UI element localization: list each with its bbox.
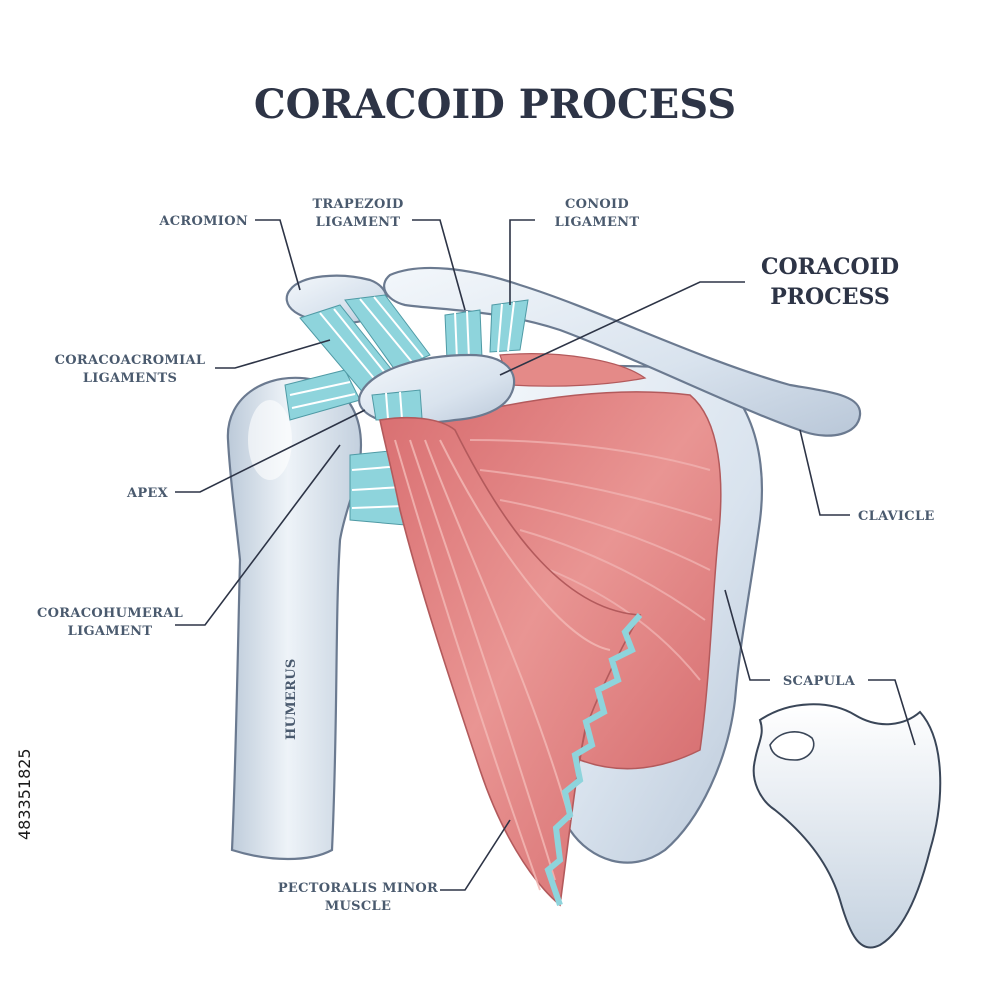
apex-label: APEX xyxy=(126,486,169,501)
conoid-ligament xyxy=(489,299,529,353)
upper-muscle-band xyxy=(499,353,647,387)
humerus-label: HUMERUS xyxy=(284,658,299,740)
scapula-label: SCAPULA xyxy=(783,674,856,689)
trapezoid-label-line2: LIGAMENT xyxy=(316,215,401,230)
coracoid-label-line2: PROCESS xyxy=(770,284,890,310)
coracoid-label-line1: CORACOID xyxy=(761,254,899,280)
muscle-fibres xyxy=(469,439,713,681)
diagram-title: CORACOID PROCESS xyxy=(254,81,736,128)
pectoralis-label-line2: MUSCLE xyxy=(325,899,391,914)
leader-lines xyxy=(175,219,916,891)
humerus-bone xyxy=(226,376,362,861)
coracohumeral-label-line1: CORACOHUMERAL xyxy=(37,606,183,621)
clavicle-label: CLAVICLE xyxy=(858,509,935,524)
pectoralis-fibres xyxy=(394,439,611,891)
acromion-label: ACROMION xyxy=(158,214,248,229)
conoid-label-line1: CONOID xyxy=(565,197,629,212)
apex-band-stripes xyxy=(385,391,403,420)
pectoralis-tendon-edge xyxy=(544,613,643,906)
scapula-inset-socket xyxy=(769,731,815,761)
trapezoid-label-line1: TRAPEZOID xyxy=(312,197,403,212)
stock-image-id: 483351825 xyxy=(15,748,34,840)
trapezoid-ligament xyxy=(444,309,483,361)
scapula-inset-icon xyxy=(752,703,942,949)
coracoacromial-label-line1: CORACOACROMIAL xyxy=(55,353,206,368)
coracoacromial-label-line2: LIGAMENTS xyxy=(83,371,177,386)
pectoralis-label-line1: PECTORALIS MINOR xyxy=(278,881,438,896)
humerus-head-highlight xyxy=(248,400,292,480)
conoid-label-line2: LIGAMENT xyxy=(555,215,640,230)
coracohumeral-label-line2: LIGAMENT xyxy=(68,624,153,639)
coracoid-apex-band xyxy=(371,389,423,421)
